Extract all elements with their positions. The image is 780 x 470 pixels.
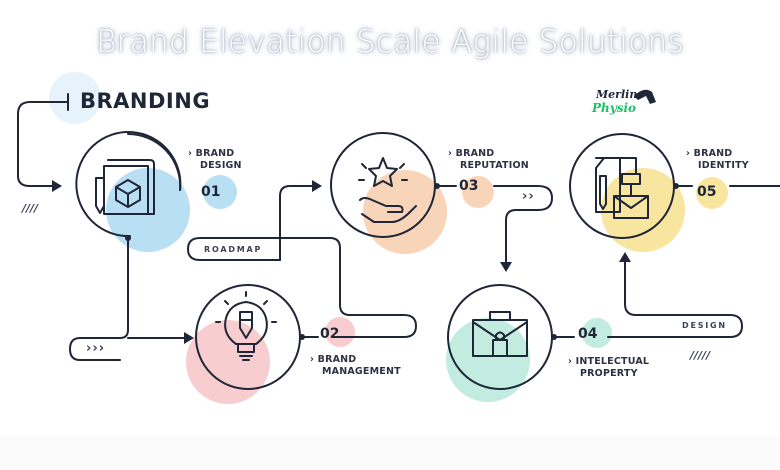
arrow-to-05	[619, 252, 631, 262]
design-pill-label: DESIGN	[682, 321, 727, 330]
roadmap-pill-label: ROADMAP	[204, 245, 263, 254]
chevron-icon: ›	[448, 148, 453, 159]
step-03-label-line2: REPUTATION	[460, 160, 529, 171]
step-01-label: › BRAND DESIGN	[188, 148, 242, 172]
blob-02	[186, 320, 270, 404]
step-02-label: › BRAND MANAGEMENT	[310, 354, 401, 378]
chevrons-pill-left: ›››	[86, 341, 106, 356]
arrow-to-01	[52, 180, 62, 192]
connector-04-05	[553, 261, 743, 338]
step-03-label: › BRAND REPUTATION	[448, 148, 529, 172]
step-01-label-line2: DESIGN	[200, 160, 242, 171]
step-05-number: 05	[697, 184, 717, 200]
arrow-to-03	[312, 180, 322, 192]
node-dot-02	[299, 334, 305, 340]
branding-connector	[17, 93, 69, 187]
document-envelope-icon	[595, 157, 649, 219]
number-blob-02	[325, 317, 355, 347]
chevron-icon: ›	[310, 354, 315, 365]
chevron-icon: ›	[568, 356, 573, 367]
heading-blob	[49, 72, 101, 124]
page-title: Brand Elevation Scale Agile Solutions	[96, 24, 684, 60]
chevron-icon: ›	[686, 148, 691, 159]
number-blob-05	[696, 177, 728, 209]
step-02-number: 02	[320, 326, 340, 342]
branding-heading: BRANDING	[80, 89, 211, 113]
number-blob-04	[582, 318, 612, 348]
hand-star-icon	[358, 157, 417, 223]
logo-text-physio: Physio	[592, 101, 637, 115]
number-blob-01	[203, 175, 237, 209]
blob-04	[446, 318, 530, 402]
arrow-to-02	[184, 332, 194, 344]
step-02-label-line1: BRAND	[317, 354, 357, 365]
step-01-number: 01	[201, 184, 221, 200]
number-blob-03	[462, 176, 494, 208]
sketchbook-cube-icon	[95, 159, 155, 215]
step-05-label: › BRAND IDENTITY	[686, 148, 749, 172]
hatch-decor-right: /////	[690, 349, 711, 362]
logo-figure-icon	[634, 89, 656, 104]
ring-01	[75, 131, 182, 238]
lightbulb-pencil-icon	[215, 291, 277, 361]
step-04-label-line2: PROPERTY	[580, 368, 638, 379]
step-03-label-line1: BRAND	[455, 148, 495, 159]
connector-01-02	[69, 237, 129, 361]
step-05-label-line1: BRAND	[693, 148, 733, 159]
logo-text-merlin: Merlin	[596, 88, 638, 101]
hatch-decor-left: ////	[22, 202, 39, 215]
connector-roadmap-03	[279, 185, 313, 261]
connector-03-04	[436, 185, 553, 263]
node-dot-03	[434, 183, 440, 189]
node-dot-05	[673, 183, 679, 189]
blob-05	[601, 168, 685, 252]
step-04-label: › INTELECTUAL PROPERTY	[568, 356, 649, 380]
chevrons-pill-mid: ››	[522, 189, 535, 204]
step-04-number: 04	[578, 326, 598, 342]
step-03-number: 03	[459, 178, 479, 194]
step-02-label-line2: MANAGEMENT	[322, 366, 401, 377]
step-04-label-line1: INTELECTUAL	[575, 356, 650, 367]
step-05-label-line2: IDENTITY	[698, 160, 749, 171]
arrow-to-04	[500, 262, 512, 272]
briefcase-lock-icon	[472, 311, 528, 357]
chevron-icon: ›	[188, 148, 193, 159]
node-dot-01	[125, 235, 131, 241]
roadmap-path	[187, 237, 417, 338]
node-dot-04	[551, 334, 557, 340]
blob-03	[363, 170, 447, 254]
step-01-label-line1: BRAND	[195, 148, 235, 159]
